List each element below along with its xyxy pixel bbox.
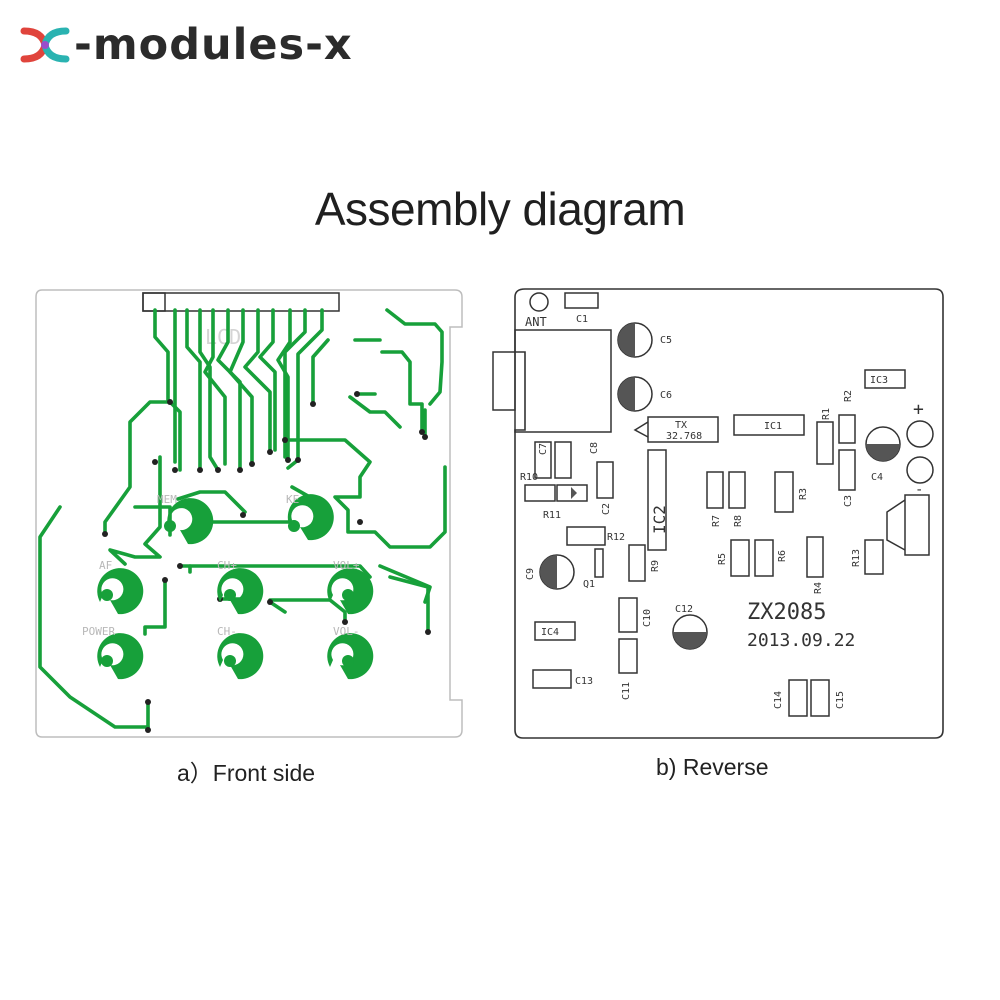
front-side-pcb: LCD bbox=[35, 289, 463, 738]
ke-label: KE bbox=[286, 493, 299, 506]
c15-label: C15 bbox=[835, 691, 846, 709]
r1-label: R1 bbox=[821, 408, 832, 420]
ch-plus-label: CH+ bbox=[217, 559, 237, 572]
page-title: Assembly diagram bbox=[314, 183, 686, 235]
tx-freq-label: 32.768 bbox=[666, 431, 702, 442]
ic1-label: IC1 bbox=[764, 421, 782, 432]
c8-label: C8 bbox=[589, 442, 600, 454]
r8-label: R8 bbox=[733, 515, 744, 527]
q1-label: Q1 bbox=[583, 579, 595, 590]
c9-label: C9 bbox=[525, 568, 536, 580]
tx-label: TX bbox=[675, 420, 687, 431]
af-label: AF bbox=[99, 559, 112, 572]
ic2-label: IC2 bbox=[650, 505, 669, 534]
r13-label: R13 bbox=[851, 549, 862, 567]
c12-label: C12 bbox=[675, 604, 693, 615]
r5-label: R5 bbox=[717, 553, 728, 565]
board-name: ZX2085 bbox=[747, 600, 826, 625]
power-label: POWER bbox=[82, 625, 115, 638]
mem-label: MEM bbox=[157, 493, 177, 506]
c7-label: C7 bbox=[538, 443, 549, 455]
r10-label: R10 bbox=[520, 472, 538, 483]
r9-label: R9 bbox=[650, 560, 661, 572]
c14-label: C14 bbox=[773, 691, 784, 709]
board-date: 2013.09.22 bbox=[747, 630, 855, 651]
c1-label: C1 bbox=[576, 314, 588, 325]
ch-minus-label: CH- bbox=[217, 625, 237, 638]
minus-label: - bbox=[915, 482, 923, 498]
lcd-label: LCD bbox=[205, 325, 241, 349]
front-side-caption: a）Front side bbox=[177, 760, 316, 786]
c11-label: C11 bbox=[621, 682, 632, 700]
c3-label: C3 bbox=[843, 495, 854, 507]
c2-label: C2 bbox=[601, 503, 612, 515]
r4-label: R4 bbox=[813, 582, 824, 594]
reverse-side-pcb: ANT C1 C5 C6 TX 32.768 IC1 IC3 IC4 R10 R… bbox=[492, 288, 944, 739]
r12-label: R12 bbox=[607, 532, 625, 543]
ant-label: ANT bbox=[525, 315, 547, 329]
c13-label: C13 bbox=[575, 676, 593, 687]
c4-label: C4 bbox=[871, 472, 883, 483]
c6-label: C6 bbox=[660, 390, 672, 401]
brand-name: -modules-x bbox=[74, 19, 353, 70]
c5-label: C5 bbox=[660, 335, 672, 346]
plus-label: + bbox=[913, 399, 924, 420]
brand-logo-icon bbox=[20, 27, 70, 63]
r3-label: R3 bbox=[798, 488, 809, 500]
r2-label: R2 bbox=[843, 390, 854, 402]
ic3-label: IC3 bbox=[870, 375, 888, 386]
c10-label: C10 bbox=[642, 609, 653, 627]
r11-label: R11 bbox=[543, 510, 561, 521]
brand-header: -modules-x bbox=[20, 20, 353, 70]
vol-minus-label: VOL- bbox=[333, 625, 360, 638]
r6-label: R6 bbox=[777, 550, 788, 562]
vol-plus-label: VOL+ bbox=[333, 559, 360, 572]
r7-label: R7 bbox=[711, 515, 722, 527]
reverse-caption: b) Reverse bbox=[656, 754, 769, 780]
ic4-label: IC4 bbox=[541, 627, 559, 638]
